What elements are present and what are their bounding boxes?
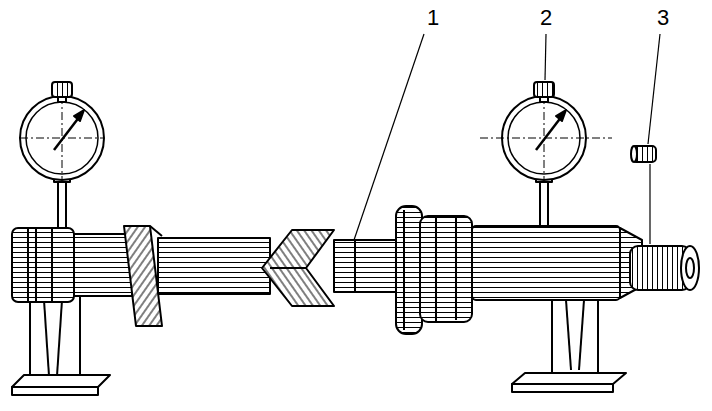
callout-number: 3 <box>657 6 669 30</box>
right-dial-indicator <box>480 82 612 226</box>
leader-lines <box>354 34 660 244</box>
left-dial-indicator <box>20 82 104 228</box>
shaft <box>12 206 699 334</box>
callout-number: 1 <box>427 6 439 30</box>
small-cylinder <box>631 146 656 162</box>
callout-number: 2 <box>540 6 552 30</box>
right-stand <box>512 290 626 392</box>
